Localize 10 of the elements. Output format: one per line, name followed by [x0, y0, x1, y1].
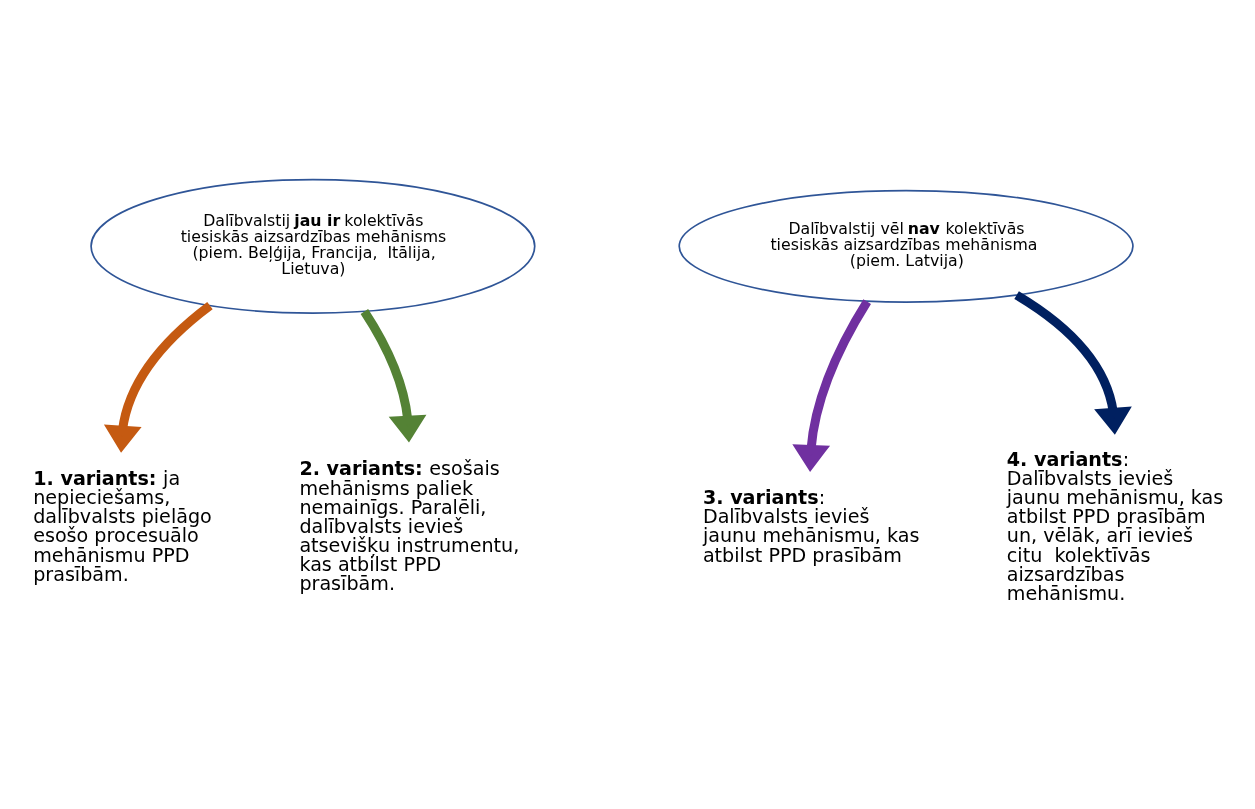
node-text: 1. variants: ja nepieciešams, dalībvalsts pielāgo esošo procesuālo mehānismu PPD prasībām. [33, 466, 212, 586]
node-text: 4. variants: Dalībvalsts ievieš jaunu mehānismu, kas atbilst PPD prasībām un, vēlāk, arī ievieš citu kolektīvās aizsardzības mehānismu. [1006, 447, 1224, 605]
node-text: 2. variants: esošais mehānisms paliek nemainīgs. Paralēli, dalībvalsts ievieš atsevišķu instrumentu, kas atbilst PPD prasībām. [299, 457, 520, 596]
arrow [792, 299, 871, 472]
arrow [1014, 291, 1132, 435]
node-text: 3. variants: Dalībvalsts ievieš jaunu mehānismu, kas atbilst PPD prasībām [702, 486, 920, 567]
node-ellipse: Dalībvalstij jau ir kolektīvās tiesiskās aizsardzības mehānisms (piem. Beļģija, Francija, Itālija, Lietuva) [90, 178, 536, 314]
arrow [360, 309, 427, 443]
node-ellipse: Dalībvalstij vēl nav kolektīvās tiesiskās aizsardzības mehānisma (piem. Latvija) [678, 189, 1134, 303]
arrow [103, 302, 213, 453]
